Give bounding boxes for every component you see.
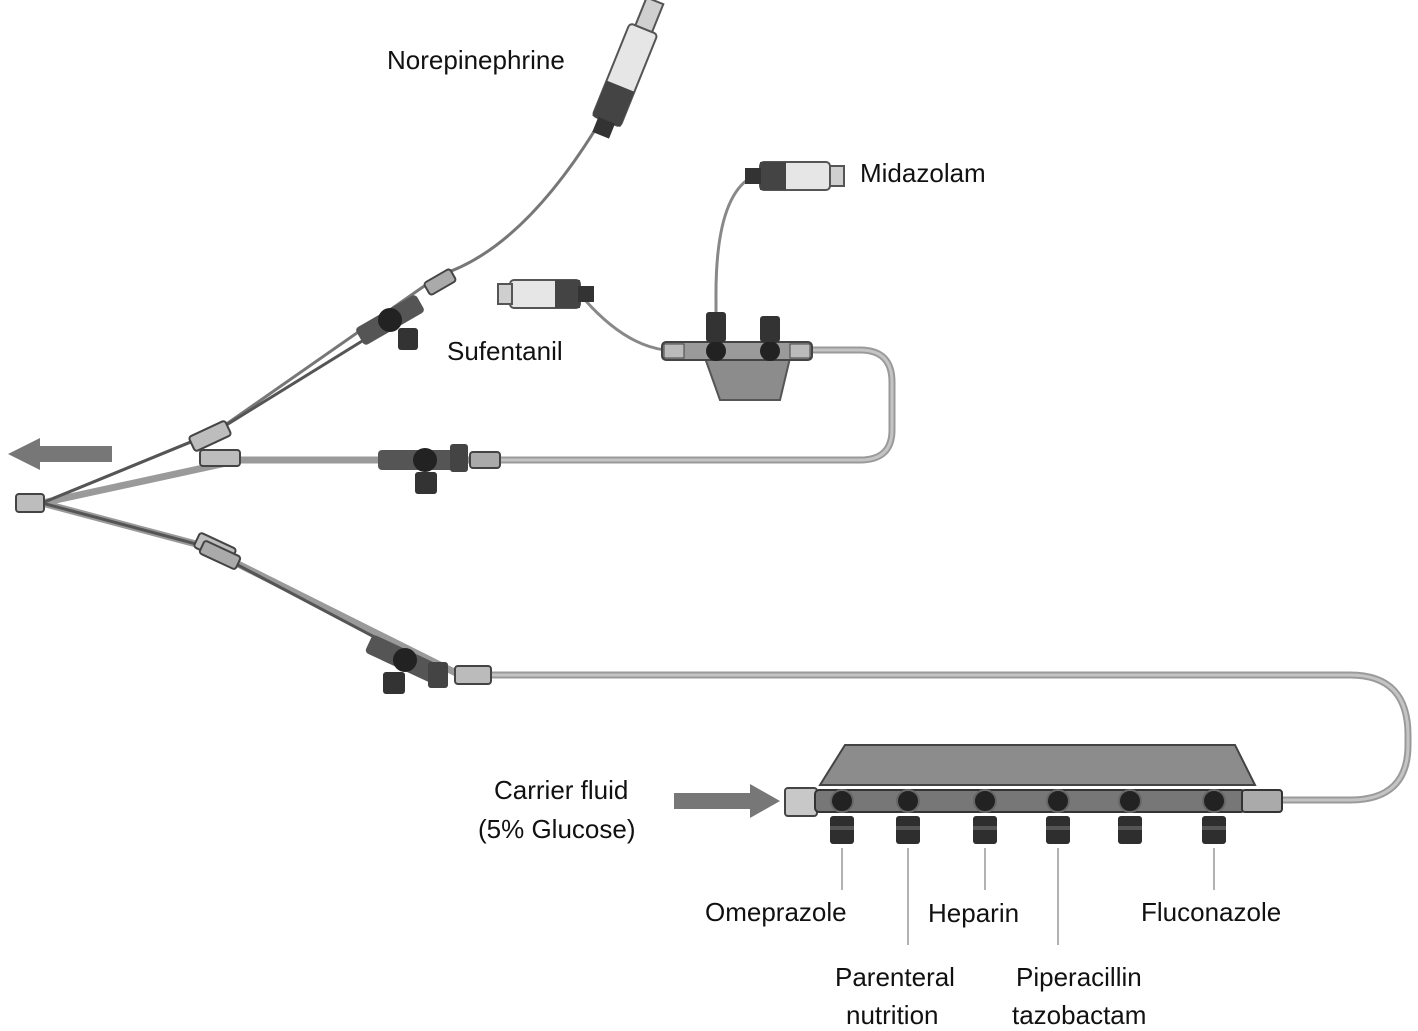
- piperacillin-sublabel: tazobactam: [1012, 1000, 1146, 1030]
- manifold-port-4: [1046, 789, 1070, 844]
- manifold-port-2: [896, 789, 920, 844]
- omeprazole-label: Omeprazole: [705, 897, 847, 927]
- heparin-label: Heparin: [928, 898, 1019, 928]
- patient-direction-arrow: [8, 438, 112, 470]
- drug-labels: Norepinephrine Midazolam Sufentanil Carr…: [387, 45, 1281, 1030]
- midazolam-line: [714, 176, 752, 342]
- lower-stopcock: [198, 540, 492, 694]
- parenteral-nutrition-label: Parenteral: [835, 962, 955, 992]
- carrier-fluid-label: Carrier fluid: [494, 775, 628, 805]
- norepinephrine-line: [40, 128, 597, 505]
- norepinephrine-syringe: [592, 0, 665, 139]
- manifold-port-5: [1118, 789, 1142, 844]
- sufentanil-syringe: [497, 279, 594, 309]
- carrier-fluid-sublabel: (5% Glucose): [478, 814, 636, 844]
- upper-manifold: [661, 312, 813, 401]
- carrier-fluid-arrow: [674, 784, 780, 818]
- parenteral-nutrition-sublabel: nutrition: [846, 1000, 939, 1030]
- norepinephrine-label: Norepinephrine: [387, 45, 565, 75]
- fluconazole-label: Fluconazole: [1141, 897, 1281, 927]
- manifold-port-1: [830, 789, 854, 844]
- manifold-port-6: [1202, 789, 1226, 844]
- sufentanil-label: Sufentanil: [447, 336, 563, 366]
- upper-stopcock: [356, 268, 457, 350]
- middle-stopcock: [378, 444, 501, 494]
- manifold-port-3: [973, 789, 997, 844]
- midazolam-syringe: [745, 161, 845, 191]
- tubing: [38, 128, 1412, 804]
- port-pointer-lines: [841, 848, 1215, 945]
- midazolam-label: Midazolam: [860, 158, 986, 188]
- manifold-ports: [830, 789, 1226, 844]
- sufentanil-line: [583, 298, 667, 352]
- piperacillin-label: Piperacillin: [1016, 962, 1142, 992]
